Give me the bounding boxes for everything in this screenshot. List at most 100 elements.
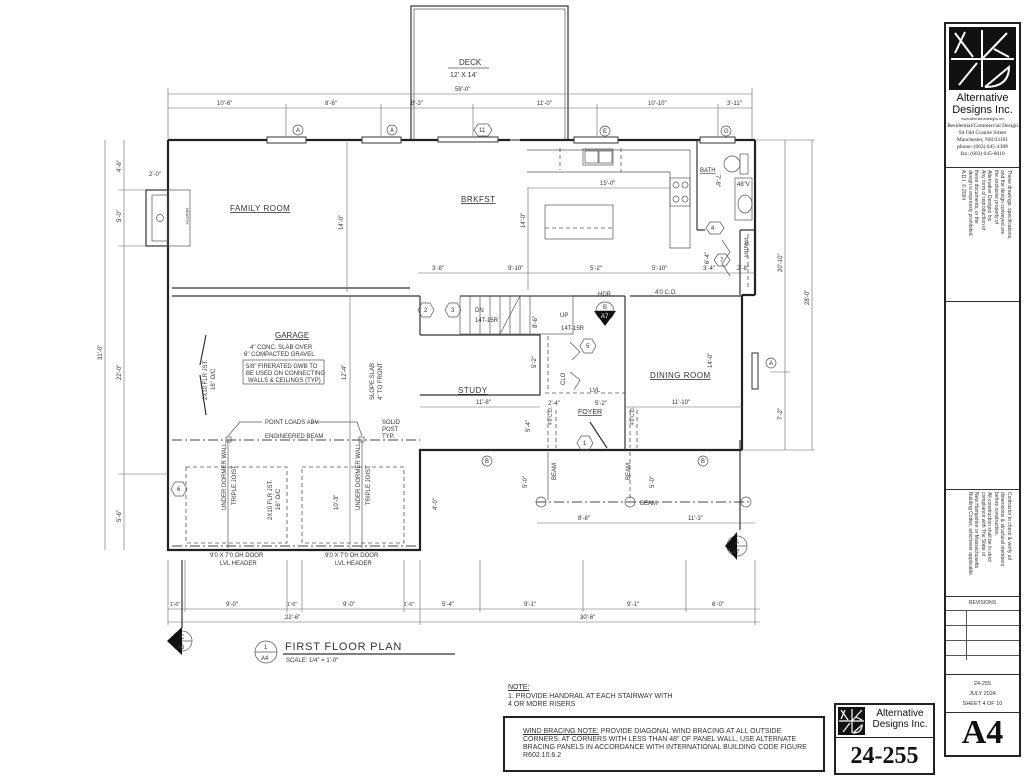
- svg-text:WALLS & CEILINGS (TYP): WALLS & CEILINGS (TYP): [248, 378, 321, 384]
- drawing-title: 1 A4 FIRST FLOOR PLAN SCALE: 1/4" = 1'-0…: [254, 640, 455, 664]
- svg-text:3'-8": 3'-8": [432, 266, 444, 272]
- svg-text:BEAM: BEAM: [626, 463, 632, 480]
- svg-text:1: 1: [264, 645, 268, 651]
- company-url: www.alternativedesigns.net: [961, 117, 1004, 121]
- svg-text:B: B: [603, 305, 607, 311]
- divider: [946, 167, 1019, 168]
- contractor-note: Contractor to check & verify all dimensi…: [967, 492, 1012, 577]
- svg-text:TYP.: TYP.: [382, 434, 395, 440]
- svg-text:28'-0": 28'-0": [805, 290, 811, 305]
- front-porch: BEAM BEAM BEAM 5'-0" 5'-0" 8'-8" 11'-3" …: [523, 440, 755, 560]
- deck-size: 12' X 14': [450, 72, 477, 79]
- svg-text:8'-8": 8'-8": [578, 516, 590, 522]
- svg-text:LVL: LVL: [590, 388, 601, 394]
- svg-text:BEAM: BEAM: [552, 463, 558, 480]
- svg-text:14T-15R: 14T-15R: [561, 326, 585, 332]
- svg-text:LVL HEADER: LVL HEADER: [220, 561, 257, 567]
- svg-text:6: 6: [177, 487, 181, 493]
- stair: DN 14T-15R UP 14T-15R HDR 8'-6" B A7 2 3…: [417, 292, 616, 391]
- svg-text:DN: DN: [475, 308, 484, 314]
- north-windows: [266, 136, 759, 390]
- svg-text:ENGINEERED BEAM: ENGINEERED BEAM: [265, 434, 323, 440]
- svg-text:A: A: [769, 361, 773, 367]
- date: JULY 2024: [969, 691, 996, 697]
- svg-text:FAMILY ROOM: FAMILY ROOM: [230, 204, 290, 213]
- title-block: Alternative Designs Inc. www.alternative…: [944, 22, 1021, 757]
- svg-text:C: C: [180, 635, 185, 641]
- svg-text:HDR: HDR: [598, 292, 612, 298]
- divider: [946, 301, 1019, 302]
- svg-text:3: 3: [451, 308, 455, 314]
- svg-text:9'0 X 7'0 OH DOOR: 9'0 X 7'0 OH DOOR: [210, 553, 264, 559]
- svg-text:16" O/C: 16" O/C: [276, 488, 282, 510]
- svg-text:A7: A7: [601, 314, 609, 320]
- svg-text:4'0 C.O.: 4'0 C.O.: [548, 407, 554, 425]
- svg-text:A: A: [390, 128, 394, 134]
- deck-label: DECK: [459, 58, 482, 67]
- company-info: Residential/Commercial Design 94 Old Gra…: [947, 123, 1018, 157]
- svg-text:5'-0": 5'-0": [523, 476, 529, 488]
- svg-text:8'-6": 8'-6": [325, 101, 337, 107]
- svg-text:CLO: CLO: [561, 372, 567, 385]
- sheet-number: A4: [961, 714, 1004, 751]
- svg-text:30'-6": 30'-6": [580, 615, 595, 621]
- svg-text:9'-1": 9'-1": [524, 602, 536, 608]
- svg-text:7'-8": 7'-8": [714, 175, 720, 187]
- svg-text:11'-10": 11'-10": [672, 400, 690, 406]
- svg-text:8'-3": 8'-3": [411, 101, 423, 107]
- logo-icon: [949, 27, 1016, 90]
- svg-text:BATH: BATH: [700, 168, 716, 174]
- svg-text:11'-8": 11'-8": [476, 400, 491, 406]
- svg-text:E: E: [603, 129, 607, 135]
- svg-text:BRKFST: BRKFST: [461, 195, 496, 204]
- note-heading: NOTE:: [508, 684, 530, 691]
- revisions-label: REVISIONS: [968, 600, 997, 606]
- copyright-notice: These drawings, specifications, and the …: [960, 170, 1013, 240]
- svg-text:9'-10": 9'-10": [508, 266, 523, 272]
- svg-text:A: A: [735, 540, 739, 546]
- svg-text:58'-0": 58'-0": [455, 87, 470, 93]
- svg-text:9'0 X 7'0 OH DOOR: 9'0 X 7'0 OH DOOR: [325, 553, 379, 559]
- wind-bracing-text: PROVIDE DIAGONAL WIND BRACING AT ALL OUT…: [523, 728, 807, 759]
- svg-text:5: 5: [586, 344, 590, 350]
- logo-icon: [838, 707, 865, 735]
- svg-text:3'-11": 3'-11": [727, 101, 742, 107]
- svg-text:1: 1: [583, 441, 587, 447]
- svg-text:11'-0": 11'-0": [537, 101, 552, 107]
- svg-text:A7: A7: [732, 550, 740, 556]
- svg-text:B: B: [485, 459, 489, 465]
- right-dimensions: 20'-10" 7'-2" 28'-0": [742, 139, 815, 451]
- svg-text:STUDY: STUDY: [458, 386, 488, 395]
- svg-text:5'-0": 5'-0": [650, 476, 656, 488]
- drawing-scale: SCALE: 1/4" = 1'-0": [286, 658, 338, 664]
- svg-text:5'-4": 5'-4": [526, 420, 532, 432]
- svg-text:GARAGE: GARAGE: [275, 331, 309, 340]
- svg-text:4'0 C.O.: 4'0 C.O.: [630, 407, 636, 425]
- window-tags: A A 11 E G A B B: [292, 123, 777, 467]
- deck: DECK 12' X 14': [410, 5, 569, 141]
- svg-text:10'-6": 10'-6": [217, 101, 232, 107]
- svg-text:9'-0": 9'-0": [343, 602, 355, 608]
- svg-text:7'-2": 7'-2": [778, 408, 784, 420]
- svg-text:4" CONC. SLAB OVER: 4" CONC. SLAB OVER: [250, 345, 313, 351]
- svg-text:11: 11: [479, 128, 486, 134]
- svg-text:FOYER: FOYER: [578, 409, 602, 416]
- svg-text:10'-3": 10'-3": [334, 495, 340, 510]
- svg-text:UNDER DORMER WALL: UNDER DORMER WALL: [222, 442, 228, 510]
- left-dimensions: 4'-6" 5'-0" 22'-0" 5'-6" 31'-0": [98, 140, 168, 550]
- svg-text:48"V: 48"V: [737, 182, 750, 188]
- note-item-1: 1. PROVIDE HANDRAIL AT EACH STAIRWAY WIT…: [508, 693, 673, 708]
- svg-text:4'-6": 4'-6": [117, 160, 123, 172]
- kitchen: BRKFST 15'-0" 14'-0": [461, 148, 691, 290]
- divider: [946, 596, 1019, 597]
- sheet-meta: 24-255 JULY 2024 SHEET 4 OF 10: [946, 679, 1019, 709]
- svg-text:1'-6": 1'-6": [404, 602, 414, 608]
- svg-text:5'-2": 5'-2": [595, 401, 607, 407]
- drawing-title-text: FIRST FLOOR PLAN: [285, 641, 402, 653]
- svg-text:16" O/C: 16" O/C: [211, 368, 217, 390]
- stamp-job-number: 24-255: [850, 743, 919, 769]
- mid-row-dimensions: 3'-8" 9'-10" 5'-2" 5'-10" 3'-4" 2'-8" 6'…: [418, 252, 755, 296]
- svg-text:5'-2": 5'-2": [532, 356, 538, 368]
- wind-bracing-note-box: WIND BRACING NOTE: PROVIDE DIAGONAL WIND…: [503, 716, 825, 772]
